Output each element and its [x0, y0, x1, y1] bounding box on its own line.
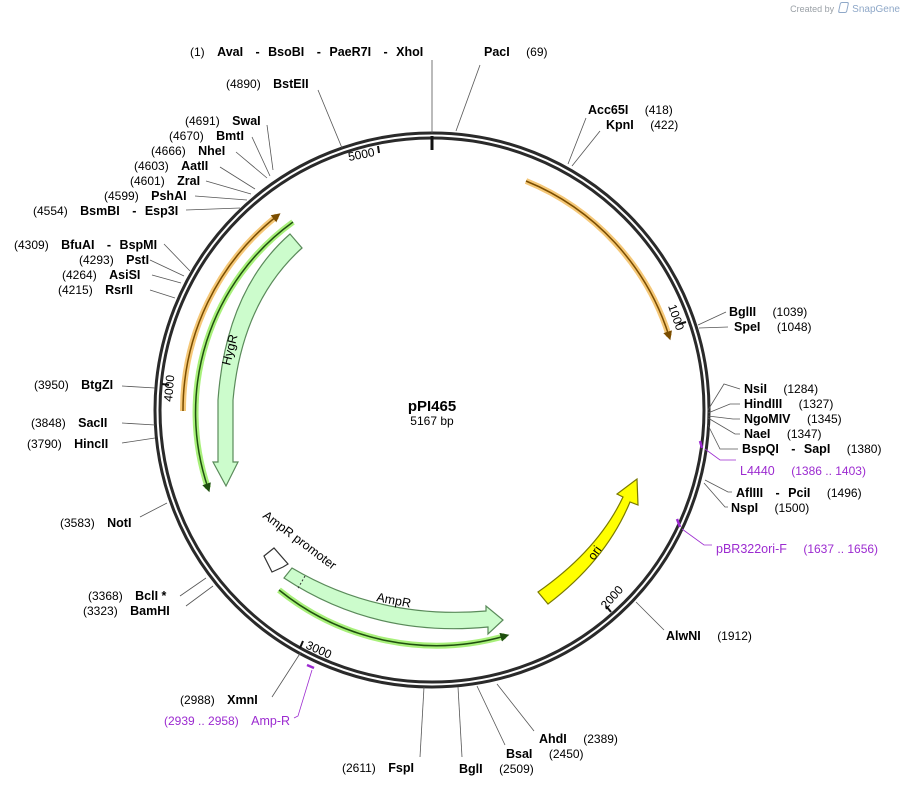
site-fspi: (2611) FspI: [342, 759, 414, 776]
site-bspqi: BspQI - SapI (1380): [742, 440, 881, 457]
hygr-feature: HygR: [211, 233, 303, 488]
feature-green-arc-left: [192, 219, 295, 493]
site-bsmbi: (4554) BsmBI - Esp3I: [33, 202, 178, 219]
credit-prefix: Created by: [790, 4, 835, 14]
site-hindiii: HindIII (1327): [744, 395, 833, 412]
ampr-feature: AmpR: [283, 567, 504, 636]
site-btgzi: (3950) BtgZI: [34, 376, 113, 393]
site-ahdi: AhdI (2389): [539, 730, 618, 747]
site-kpni: KpnI (422): [606, 116, 678, 133]
site-bgli: BglI (2509): [459, 760, 534, 777]
site-zrai: (4601) ZraI: [130, 172, 200, 189]
site-rsrii: (4215) RsrII: [58, 281, 133, 298]
tick-label: 5000: [347, 145, 376, 164]
site-avai: (1) AvaI - BsoBI - PaeR7I - XhoI: [190, 43, 423, 60]
site-asisi: (4264) AsiSI: [62, 266, 140, 283]
site-afliii: AflIII - PciI (1496): [736, 484, 862, 501]
site-noti: (3583) NotI: [60, 514, 131, 531]
site-ngomiv: NgoMIV (1345): [744, 410, 842, 427]
site-bsai: BsaI (2450): [506, 745, 584, 762]
ampr-promoter-feature: AmpR promoter: [260, 508, 339, 573]
ampr-label: AmpR: [375, 590, 412, 610]
site-hincii: (3790) HincII: [27, 435, 108, 452]
site-bsteii: (4890) BstEII: [226, 75, 309, 92]
tick-label: 2000: [598, 583, 626, 612]
snapgene-credit: Created by SnapGene: [790, 2, 900, 15]
site-paci: PacI (69): [484, 43, 548, 60]
site-bcli: (3368) BclI *: [88, 587, 167, 604]
site-nsii: NsiI (1284): [744, 380, 818, 397]
site-naei: NaeI (1347): [744, 425, 822, 442]
primer-l4440: L4440 (1386 .. 1403): [698, 440, 866, 479]
ori-label: ori: [585, 543, 604, 562]
site-sacii: (3848) SacII: [31, 414, 107, 431]
site-xmni: (2988) XmnI: [180, 691, 258, 708]
site-bmti: (4670) BmtI: [169, 127, 244, 144]
site-spei: SpeI (1048): [734, 318, 812, 335]
tick-label: 4000: [161, 374, 177, 402]
site-psti: (4293) PstI: [79, 251, 149, 268]
site-bamhi: (3323) BamHI: [83, 602, 170, 619]
site-nspi: NspI (1500): [731, 499, 809, 516]
tick-4000: 4000: [161, 374, 177, 402]
site-nhei: (4666) NheI: [151, 142, 225, 159]
primer-amp-r: (2939 .. 2958) Amp-R: [164, 663, 315, 729]
primer-amp-r-label: (2939 .. 2958) Amp-R: [164, 712, 290, 729]
tick-5000: 5000: [347, 145, 380, 164]
feature-orange-arc-left: [179, 213, 281, 412]
site-alwni: AlwNI (1912): [666, 627, 752, 644]
primer-pbr322ori-f-label: pBR322ori-F (1637 .. 1656): [716, 540, 878, 557]
site-bfuai: (4309) BfuAI - BspMI: [14, 236, 157, 253]
site-leader-lines: [121, 60, 741, 758]
feature-green-arc-bottom: [277, 587, 510, 649]
tick-2000: 2000: [598, 583, 626, 613]
feature-orange-arc-right: [524, 178, 672, 341]
primer-l4440-label: L4440 (1386 .. 1403): [740, 462, 866, 479]
site-aatii: (4603) AatII: [134, 157, 208, 174]
primer-pbr322ori-f: pBR322ori-F (1637 .. 1656): [675, 518, 878, 557]
site-bglii: BglII (1039): [729, 303, 807, 320]
plasmid-name: pPI465: [408, 398, 456, 415]
site-labels: (1) AvaI - BsoBI - PaeR7I - XhoI PacI (6…: [14, 43, 881, 777]
credit-brand: SnapGene: [852, 4, 900, 15]
site-acc65i: Acc65I (418): [588, 101, 673, 118]
site-swai: (4691) SwaI: [185, 112, 261, 129]
site-pshai: (4599) PshAI: [104, 187, 187, 204]
plasmid-length: 5167 bp: [410, 414, 454, 428]
ori-feature: ori: [537, 477, 639, 605]
